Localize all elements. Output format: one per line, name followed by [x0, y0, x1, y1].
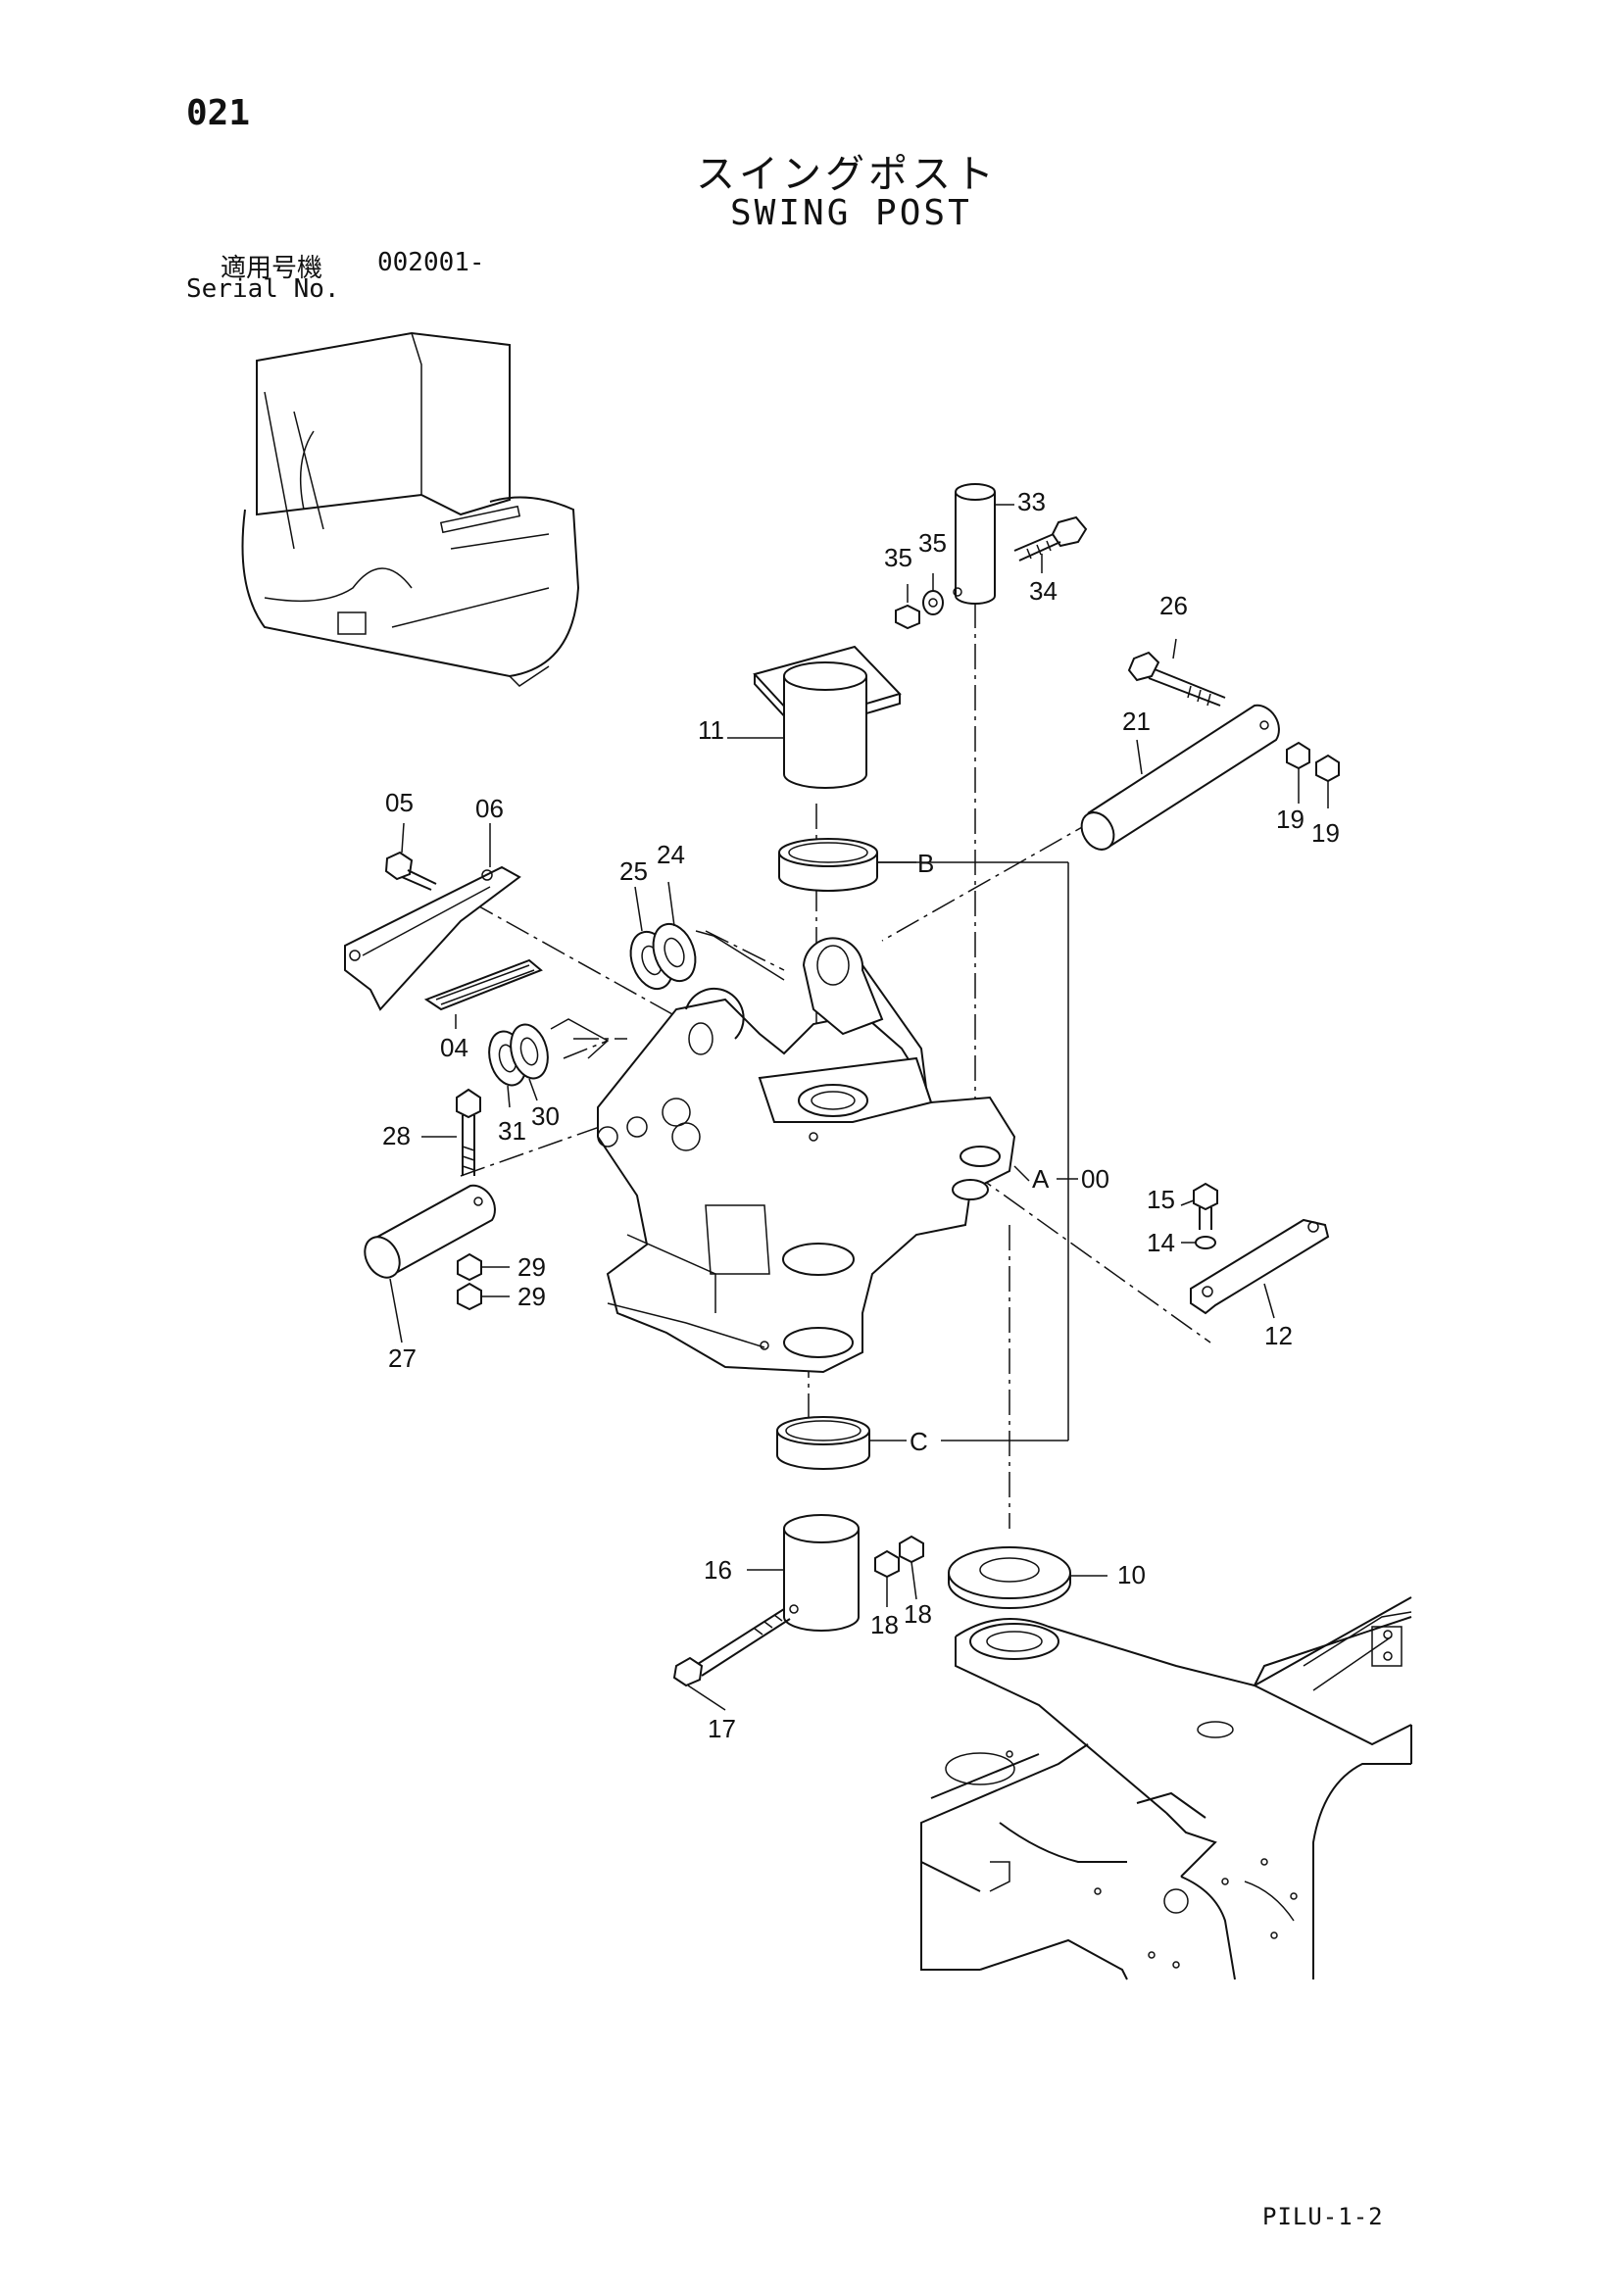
part-14-washer: [1195, 1236, 1216, 1249]
callout-26: 26: [1159, 591, 1188, 620]
part-11-flanged-bushing: [753, 645, 902, 789]
callout-11: 11: [698, 715, 724, 745]
part-26-bolt: [1127, 651, 1226, 707]
callout-29: 29: [517, 1252, 546, 1282]
callout-33: 33: [1017, 487, 1046, 516]
part-28-bolt: [456, 1088, 481, 1176]
serial-label-english: Serial No.: [186, 274, 340, 304]
part-30-31-shims: [488, 1018, 610, 1087]
part-collar-c: [776, 1416, 870, 1470]
callout-17: 17: [708, 1714, 736, 1743]
callout-18: 18: [904, 1599, 932, 1629]
callout-leader-lines: [389, 504, 1329, 1711]
callout-19: 19: [1311, 818, 1340, 848]
serial-number-value: 002001-: [377, 248, 485, 277]
callout-04: 04: [440, 1033, 468, 1062]
callout-12: 12: [1264, 1321, 1293, 1350]
part-29-nuts: [457, 1252, 482, 1311]
part-12-bracket: [1190, 1218, 1330, 1315]
callout-27: 27: [388, 1343, 417, 1373]
callout-15: 15: [1147, 1185, 1175, 1214]
part-24-25-shims: [629, 922, 785, 991]
part-10-thrust-washer: [948, 1546, 1071, 1609]
callout-35: 35: [918, 528, 947, 558]
part-16-pin: [783, 1514, 860, 1632]
callout-24: 24: [657, 840, 685, 869]
part-19-nuts: [1286, 741, 1340, 783]
callout-29: 29: [517, 1282, 546, 1311]
serial-label-japanese: 適用号機: [221, 254, 323, 283]
callout-06: 06: [475, 794, 504, 823]
callout-05: 05: [385, 788, 414, 817]
callout-10: 10: [1117, 1560, 1146, 1589]
callout-14: 14: [1147, 1228, 1175, 1257]
part-33-pin: [953, 483, 996, 605]
callout-30: 30: [531, 1101, 560, 1131]
part-35-nuts: [895, 590, 944, 630]
callout-labels: 33 34 35 35 26 21 19 19 11 B 05 06 25 24…: [382, 487, 1340, 1743]
part-collar-b: [778, 838, 878, 892]
part-00-swing-post-bracket: [597, 937, 1016, 1374]
part-04-pad: [423, 958, 543, 1011]
callout-ref-b: B: [917, 849, 934, 878]
callout-19: 19: [1276, 805, 1304, 834]
part-21-pin: [1080, 704, 1280, 851]
callout-18: 18: [870, 1610, 899, 1639]
callout-25: 25: [619, 856, 648, 886]
callout-21: 21: [1122, 707, 1151, 736]
callout-28: 28: [382, 1121, 411, 1150]
callout-35: 35: [884, 543, 912, 572]
callout-ref-a: A: [1032, 1164, 1050, 1194]
callout-ref-c: C: [910, 1427, 928, 1456]
callout-16: 16: [704, 1555, 732, 1585]
document-code: PILU-1-2: [1262, 2203, 1384, 2230]
part-34-bolt: [1013, 515, 1088, 562]
part-06-cover-plate: [344, 865, 521, 1011]
callout-00: 00: [1081, 1164, 1109, 1194]
machine-overview-thumbnail: [241, 331, 580, 687]
part-17-bolt: [672, 1608, 791, 1687]
callout-31: 31: [498, 1116, 526, 1146]
part-18-nuts: [874, 1535, 924, 1579]
title-english: SWING POST: [730, 193, 972, 233]
page-number: 021: [186, 93, 251, 133]
callout-34: 34: [1029, 576, 1058, 606]
part-15-bolt: [1193, 1182, 1218, 1230]
part-27-pin: [364, 1184, 496, 1279]
title-japanese: スイングポスト: [696, 152, 998, 197]
part-05-bolt: [384, 851, 437, 891]
main-frame-section: [920, 1596, 1412, 1980]
